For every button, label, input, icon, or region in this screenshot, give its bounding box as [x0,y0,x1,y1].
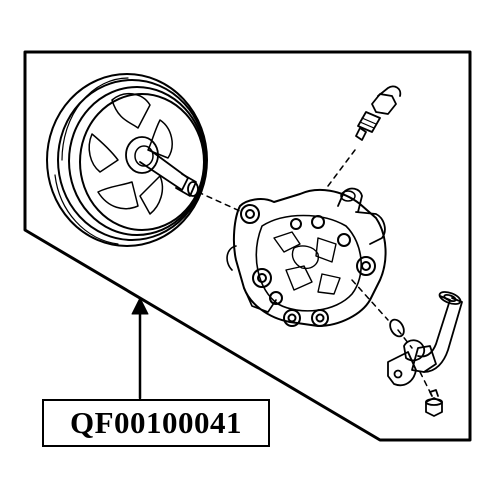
pressure-switch-drawing [355,85,402,141]
pump-shaft [139,149,199,197]
o-ring-drawing [389,318,405,338]
bolt-drawing [425,389,443,417]
part-number-label: QF00100041 [42,399,270,447]
pulley-drawing [46,73,208,247]
pump-body-drawing [226,187,387,327]
diagram-frame [23,50,472,442]
pointer-arrow [131,297,149,400]
assembly-axis-lines [197,149,433,397]
suction-pipe-drawing [387,291,463,387]
